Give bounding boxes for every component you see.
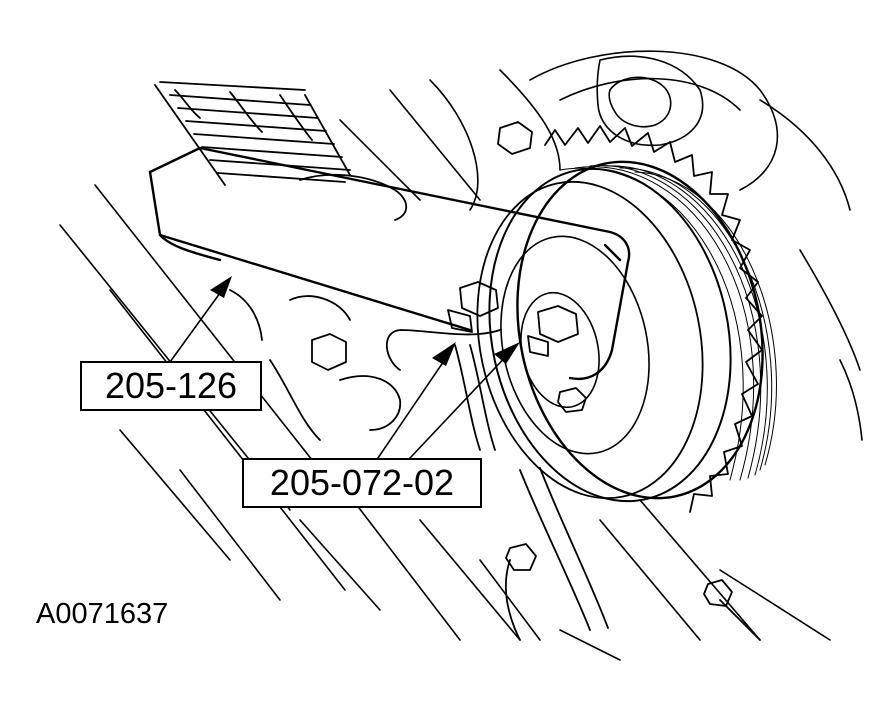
tool-callout-text: 205-072-02 bbox=[269, 462, 455, 503]
tool-callout-205-126: 205-126 bbox=[80, 361, 262, 411]
corrugated-hose bbox=[154, 81, 408, 221]
engine-bracket bbox=[229, 289, 402, 441]
wiring-harness bbox=[385, 329, 761, 641]
engine-background-lines bbox=[59, 50, 863, 661]
tool-callout-text: 205-126 bbox=[104, 365, 238, 406]
callout-leaders bbox=[169, 281, 513, 459]
figure-id: A0071637 bbox=[36, 598, 169, 630]
trigger-wheel-teeth bbox=[544, 125, 763, 513]
holding-tool-bar bbox=[148, 146, 631, 381]
crankshaft-pulley bbox=[476, 160, 777, 503]
callout-arrowheads bbox=[210, 276, 520, 366]
tool-callout-205-072-02: 205-072-02 bbox=[242, 458, 482, 508]
